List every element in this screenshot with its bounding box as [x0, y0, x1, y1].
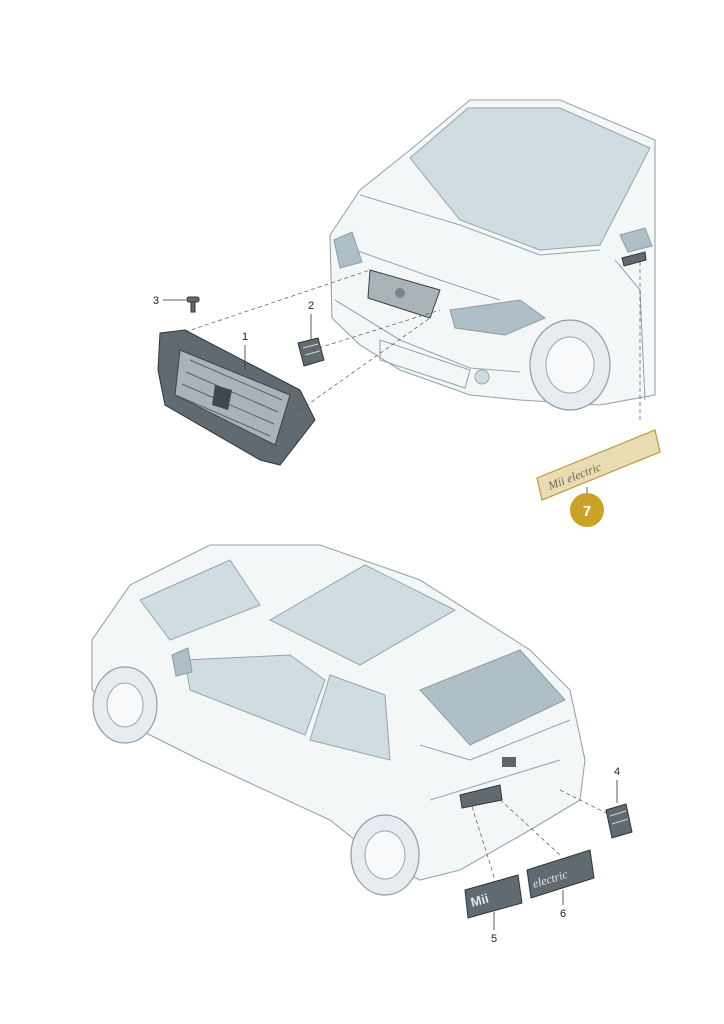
tailgate-line [419, 719, 571, 801]
clip-ribs [302, 343, 321, 356]
front-windshield [409, 107, 651, 251]
clip-body [297, 337, 325, 367]
rear-emblem-on-car [502, 757, 516, 767]
dash-electric-emblem [494, 794, 561, 856]
hood-crease [354, 249, 501, 301]
mii-emblem-text: Mii [469, 891, 490, 910]
fog-light [474, 369, 490, 385]
rear-clip-body [605, 803, 633, 839]
mirror-badge-slot [621, 251, 647, 267]
callout-2: 2 [308, 300, 314, 312]
car-badge [395, 288, 405, 298]
side-window-rear [309, 674, 391, 761]
rear-view-windshield [139, 559, 261, 641]
headlight [449, 299, 547, 336]
rear-hubcap [364, 830, 406, 880]
radiator-grille-part [157, 329, 316, 466]
hood-line [359, 194, 601, 256]
rear-clip-ribs [609, 810, 629, 825]
callout-7-badge[interactable] [570, 493, 604, 527]
mii-electric-badge-plate [536, 429, 661, 501]
panoramic-roof [268, 564, 457, 666]
screw-shank [190, 301, 196, 313]
dash-grille-to-car [184, 269, 371, 333]
callout-3: 3 [153, 295, 159, 307]
electric-emblem-plate [526, 849, 595, 899]
callout-1: 1 [242, 331, 248, 343]
clip-part [297, 337, 325, 367]
callout-4: 4 [614, 766, 620, 778]
callout-5: 5 [491, 933, 497, 945]
grille-slats [177, 359, 283, 437]
callout-6: 6 [560, 908, 566, 920]
side-mirror [619, 227, 653, 253]
bumper-line [334, 299, 521, 373]
rear-car-view [91, 544, 586, 896]
callout-7-label: 7 [583, 503, 591, 520]
dash-grille-to-car-2 [299, 317, 431, 411]
screw-head [186, 296, 200, 303]
dash-clip-rear [559, 789, 611, 816]
electric-emblem-part: electric [526, 849, 595, 899]
screw-part [186, 296, 200, 313]
front-car-view [329, 99, 656, 411]
rear-clip-part [605, 803, 633, 839]
mii-emblem-part: Mii [464, 874, 523, 919]
rear-window [419, 649, 566, 746]
rear-view-mirror [171, 647, 193, 677]
mii-electric-badge-part: Mii electric [536, 429, 661, 501]
side-window-front [184, 654, 326, 736]
rear-view-front-hubcap [106, 682, 144, 728]
grille-emblem [212, 385, 232, 410]
front-hubcap [545, 336, 595, 394]
dash-clip-to-car [311, 309, 441, 351]
headlight-left [333, 231, 363, 269]
grille-mesh [174, 349, 291, 446]
mii-emblem-plate [464, 874, 523, 919]
